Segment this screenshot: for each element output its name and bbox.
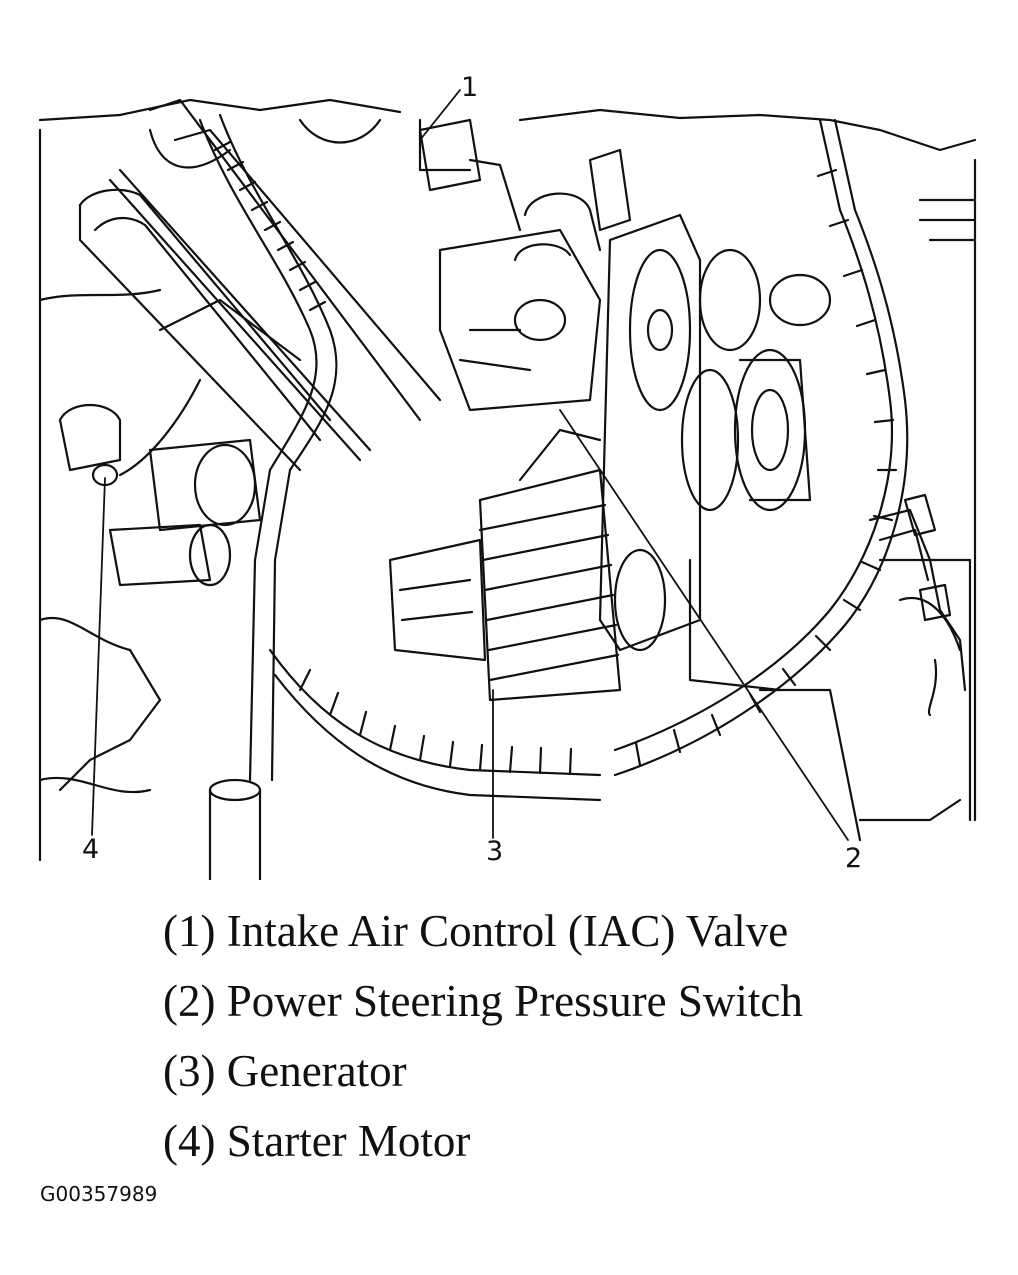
- wire-harness-lower: [268, 118, 909, 802]
- legend-item-4: (4) Starter Motor: [163, 1116, 471, 1166]
- intake-runners: [78, 98, 442, 472]
- leader-line-4: [91, 477, 106, 836]
- figure-id: G00357989: [40, 1182, 158, 1206]
- leader-line-2: [559, 409, 849, 841]
- throttle-body-area: [418, 118, 632, 412]
- wire-harness-left: [198, 113, 338, 880]
- power-steering-line: [868, 493, 967, 717]
- starter-motor-body: [58, 378, 262, 587]
- callout-number-1: 1: [461, 72, 479, 103]
- legend-item-1: (1) Intake Air Control (IAC) Valve: [163, 906, 789, 956]
- callout-number-4: 4: [82, 834, 100, 865]
- engine-illustration: [38, 89, 977, 880]
- leader-line-1: [419, 89, 461, 141]
- callout-number-3: 3: [486, 836, 504, 867]
- legend-item-3: (3) Generator: [163, 1046, 407, 1096]
- legend-item-2: (2) Power Steering Pressure Switch: [163, 976, 803, 1026]
- generator-body: [388, 428, 622, 702]
- leader-lines: [91, 89, 849, 841]
- accessory-pulleys: [598, 213, 832, 692]
- callout-number-2: 2: [845, 843, 863, 874]
- engine-bay-outline: [38, 98, 977, 862]
- parts-legend: (1) Intake Air Control (IAC) Valve (2) P…: [163, 896, 803, 1176]
